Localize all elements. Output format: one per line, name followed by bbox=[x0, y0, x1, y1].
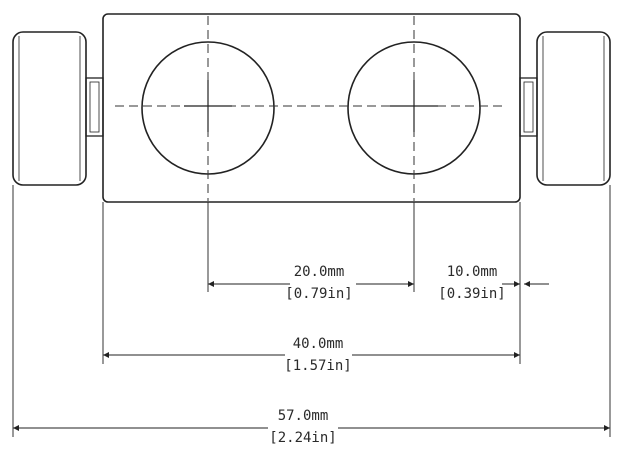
right-knob bbox=[519, 31, 611, 186]
extension-lines bbox=[12, 185, 611, 437]
dimension-body-width: 40.0mm [1.57in] bbox=[103, 336, 520, 374]
center-marks bbox=[184, 80, 438, 132]
clamp-body bbox=[102, 13, 521, 203]
dimension-clamp-offset: 10.0mm [0.39in] bbox=[438, 264, 549, 302]
centerlines bbox=[115, 16, 506, 201]
dim-label-metric: 20.0mm bbox=[294, 264, 345, 280]
dim-label-metric: 40.0mm bbox=[293, 336, 344, 352]
dim-label-imperial: [1.57in] bbox=[284, 358, 351, 374]
dimension-bore-spacing: 20.0mm [0.79in] bbox=[208, 264, 414, 302]
dimension-overall-width: 57.0mm [2.24in] bbox=[13, 408, 610, 446]
dim-label-imperial: [0.79in] bbox=[285, 286, 352, 302]
dim-label-imperial: [0.39in] bbox=[438, 286, 505, 302]
dim-label-imperial: [2.24in] bbox=[269, 430, 336, 446]
left-knob bbox=[12, 31, 104, 186]
dim-label-metric: 57.0mm bbox=[278, 408, 329, 424]
dim-label-metric: 10.0mm bbox=[447, 264, 498, 280]
